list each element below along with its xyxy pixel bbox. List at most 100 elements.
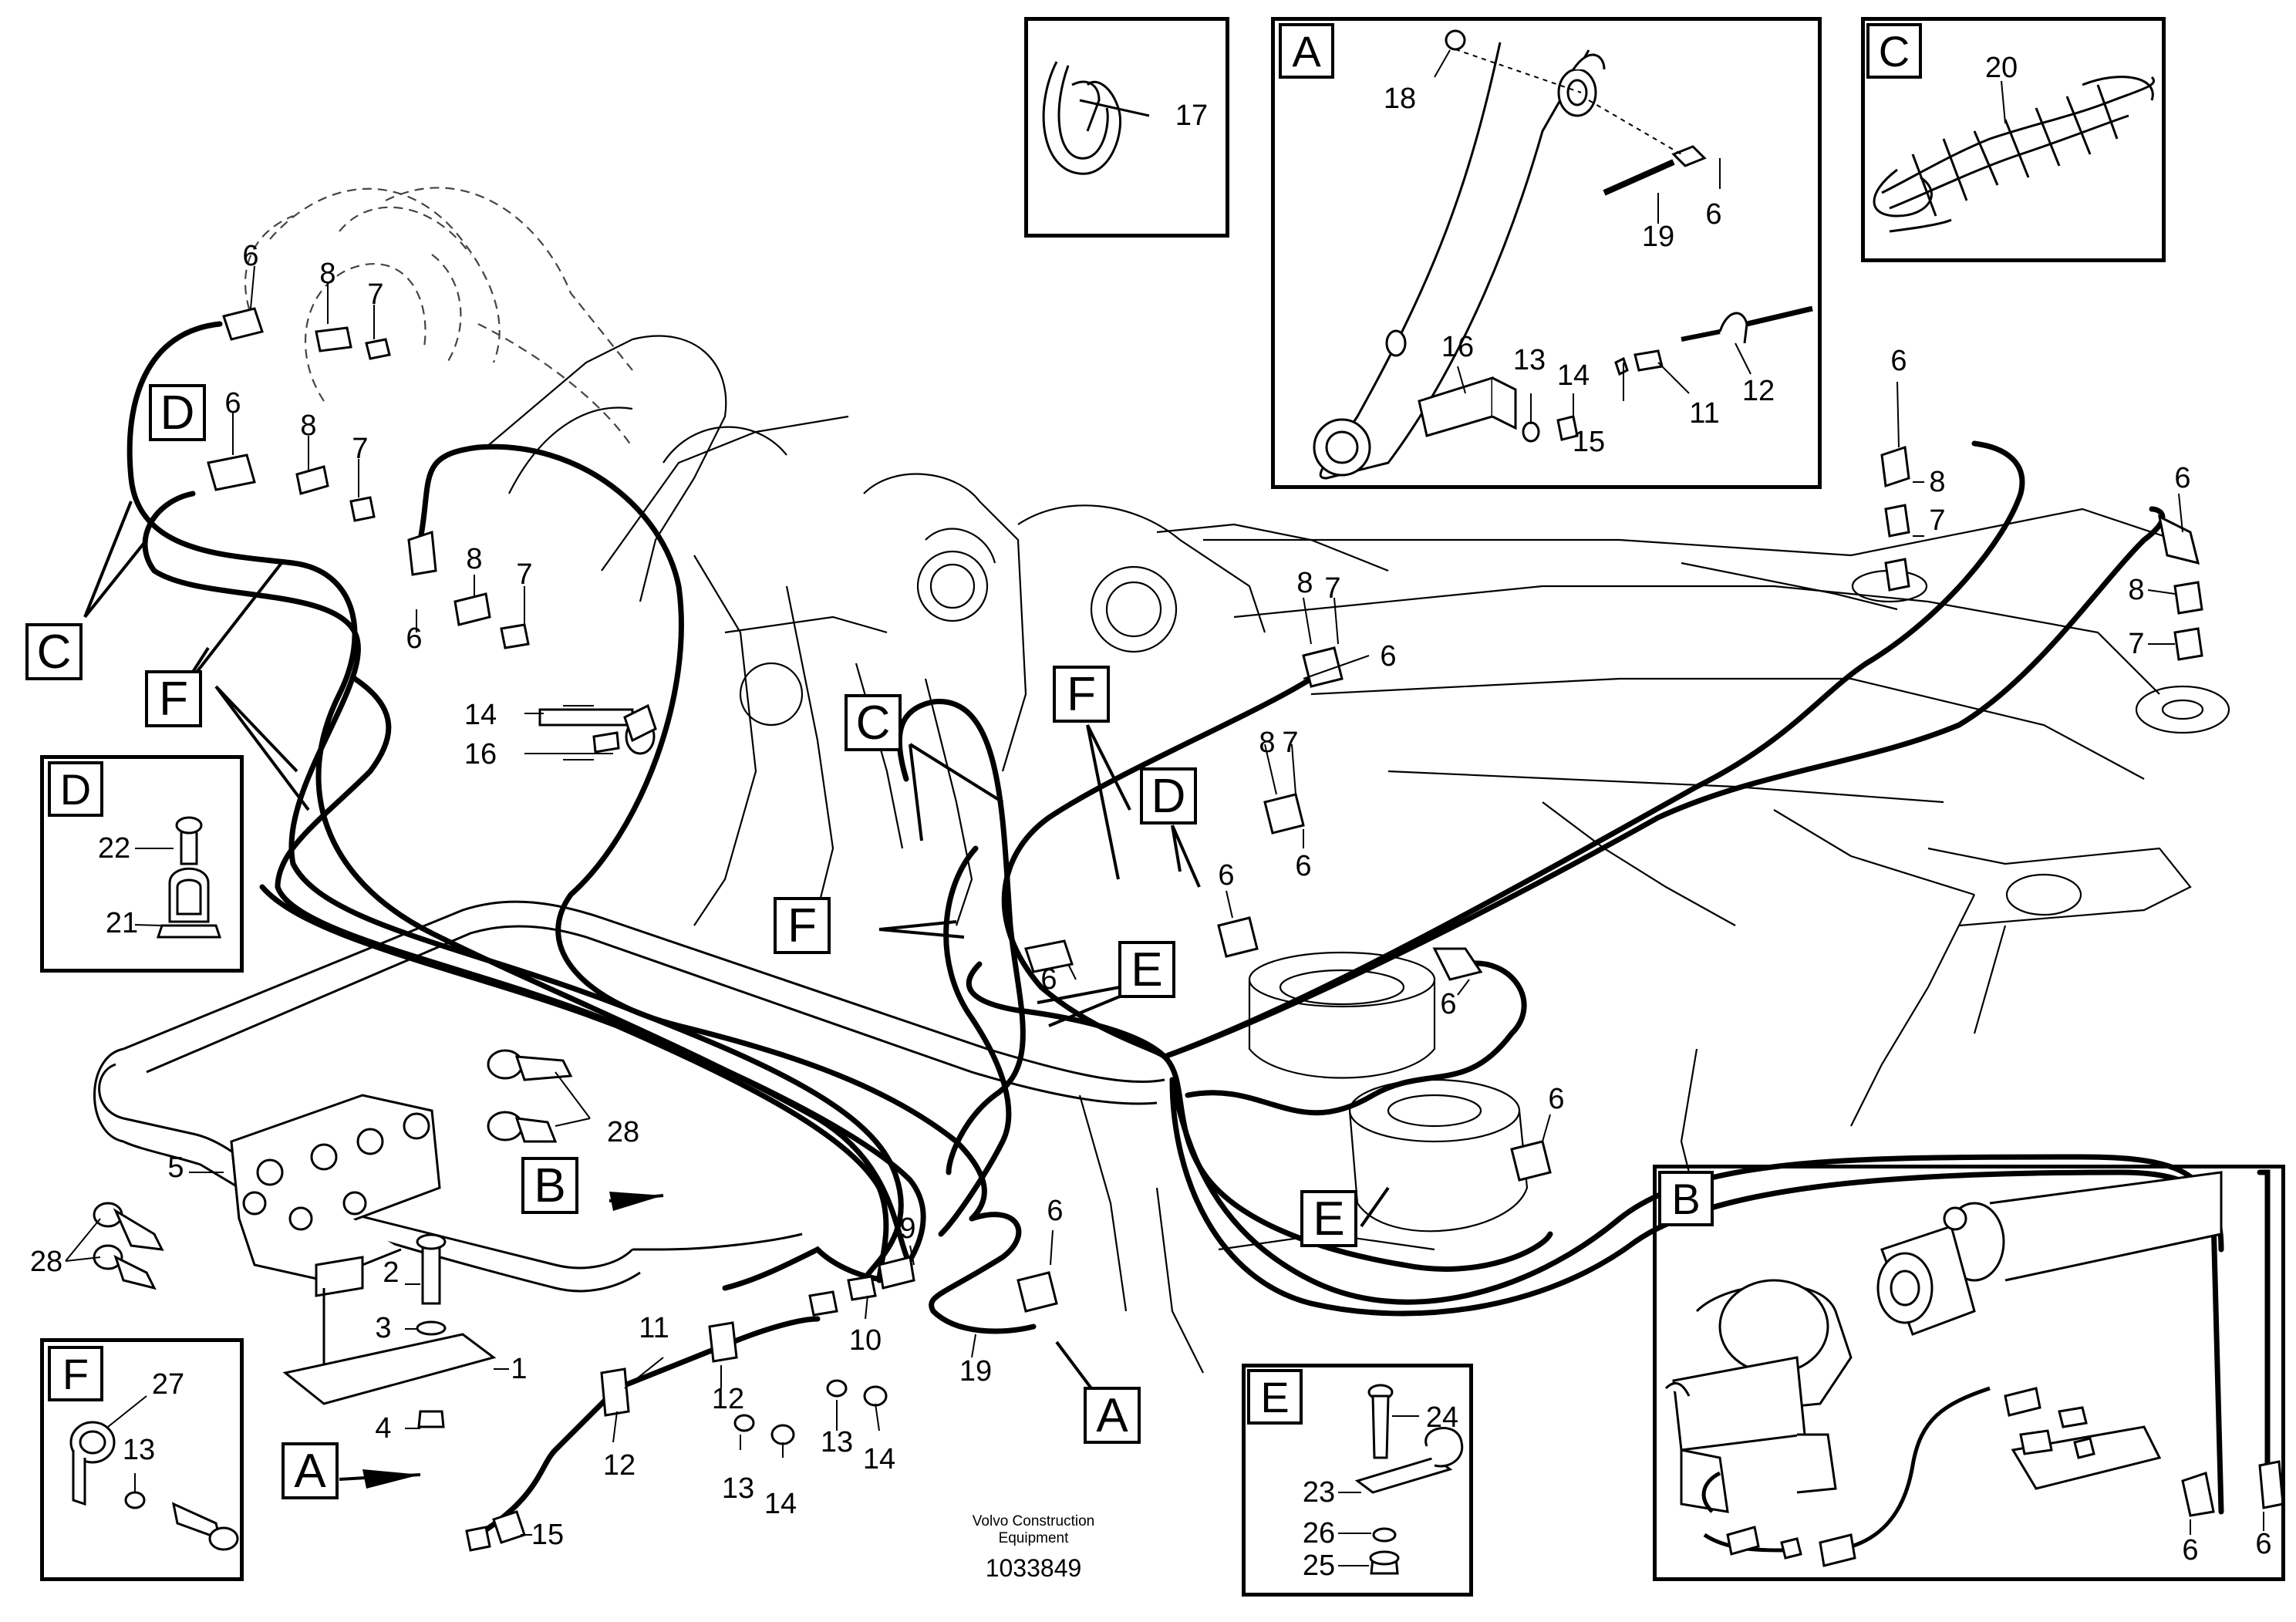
callout-8: 8 <box>1929 466 1946 498</box>
callout-16: 16 <box>464 738 497 771</box>
callout-26: 26 <box>1302 1517 1336 1549</box>
callout-6: 6 <box>1218 859 1235 892</box>
callout-6: 6 <box>1548 1083 1565 1115</box>
callout-8: 8 <box>1259 727 1276 759</box>
callout-14: 14 <box>764 1488 797 1520</box>
detail-frame-B <box>1653 1165 2285 1581</box>
section-label-B: B <box>521 1157 578 1214</box>
callout-14: 14 <box>1556 359 1590 392</box>
callout-20: 20 <box>1984 52 2018 84</box>
callout-28: 28 <box>606 1116 640 1148</box>
callout-3: 3 <box>375 1312 392 1344</box>
callout-6: 6 <box>1295 850 1312 882</box>
callout-19: 19 <box>1641 221 1675 253</box>
section-label-A-left: A <box>282 1442 339 1499</box>
callout-7: 7 <box>1324 572 1341 605</box>
callout-21: 21 <box>105 907 139 939</box>
section-label-E-lower: E <box>1300 1190 1357 1247</box>
callout-7: 7 <box>367 278 384 311</box>
callout-15: 15 <box>1572 426 1606 458</box>
section-label-F-center-upper: F <box>1053 666 1110 723</box>
callout-6: 6 <box>2255 1528 2272 1560</box>
section-label-D-upper: D <box>149 384 206 441</box>
callout-6: 6 <box>224 387 241 420</box>
hydraulic-hoses <box>126 321 2271 1538</box>
detail-B-drawing <box>1664 1171 2284 1517</box>
callout-16: 16 <box>1441 331 1475 363</box>
detail-label-D: D <box>48 761 103 817</box>
section-label-C-center: C <box>845 694 902 751</box>
callout-8: 8 <box>300 410 317 442</box>
callout-8: 8 <box>2128 574 2145 606</box>
section-label-F-center: F <box>774 897 831 954</box>
detail-label-F: F <box>48 1346 103 1401</box>
callout-24: 24 <box>1425 1401 1459 1434</box>
pointer-heads <box>362 1192 663 1489</box>
callout-23: 23 <box>1302 1476 1336 1509</box>
callout-22: 22 <box>97 832 131 865</box>
callout-6: 6 <box>1440 988 1457 1020</box>
callout-8: 8 <box>1296 567 1313 599</box>
callout-13: 13 <box>122 1434 156 1466</box>
detail-label-E: E <box>1247 1369 1303 1425</box>
callout-25: 25 <box>1302 1549 1336 1582</box>
callout-4: 4 <box>375 1412 392 1445</box>
callout-6: 6 <box>2182 1534 2199 1566</box>
section-label-D-center: D <box>1140 767 1197 824</box>
callout-6: 6 <box>1705 198 1722 231</box>
callout-6: 6 <box>1890 345 1907 377</box>
detail-B-leaders <box>2190 1512 2264 1535</box>
callout-12: 12 <box>1741 375 1775 407</box>
footer-drawing-number: 1033849 <box>985 1554 1082 1582</box>
guard-frame <box>93 900 1165 1293</box>
section-label-C-left: C <box>25 623 83 680</box>
callout-6: 6 <box>1040 963 1057 996</box>
mount-plate-parts <box>282 1233 497 1428</box>
callout-8: 8 <box>466 543 483 575</box>
section-label-E-upper: E <box>1118 941 1175 998</box>
callout-28: 28 <box>29 1246 63 1278</box>
callout-19: 19 <box>959 1355 993 1388</box>
diagram-footer: Volvo Construction Equipment 1033849 <box>973 1513 1094 1583</box>
callout-18: 18 <box>1383 83 1417 115</box>
detail-B-fittings <box>1726 1387 2095 1567</box>
callout-7: 7 <box>352 433 369 465</box>
callout-6: 6 <box>2174 462 2191 494</box>
callout-9: 9 <box>899 1212 916 1245</box>
callout-27: 27 <box>151 1368 185 1401</box>
callout-13: 13 <box>1512 344 1546 376</box>
callout-11: 11 <box>1689 397 1720 430</box>
callout-7: 7 <box>1929 504 1946 537</box>
callout-6: 6 <box>406 622 423 655</box>
callout-11: 11 <box>639 1312 669 1344</box>
callout-14: 14 <box>464 699 497 731</box>
detail-label-A: A <box>1279 23 1334 79</box>
callout-13: 13 <box>721 1472 755 1505</box>
section-label-F-left: F <box>145 670 202 727</box>
hose-fittings <box>207 307 2203 1552</box>
callout-6: 6 <box>1047 1195 1064 1227</box>
detail-label-C: C <box>1866 23 1922 79</box>
detail-frame-A <box>1271 17 1822 489</box>
leader-lines <box>65 265 2183 1536</box>
detail-label-B: B <box>1658 1171 1714 1226</box>
callout-7: 7 <box>1282 727 1299 759</box>
callout-15: 15 <box>531 1519 565 1551</box>
callout-17: 17 <box>1175 99 1209 132</box>
callout-7: 7 <box>516 558 533 591</box>
machine-frame-outline <box>244 187 2230 1374</box>
callout-12: 12 <box>602 1449 636 1482</box>
callout-1: 1 <box>511 1353 528 1385</box>
callout-8: 8 <box>319 258 336 290</box>
callout-14: 14 <box>862 1443 896 1475</box>
callout-10: 10 <box>848 1324 882 1357</box>
callout-2: 2 <box>383 1256 400 1289</box>
footer-org-line2: Equipment <box>998 1530 1069 1546</box>
footer-org-line1: Volvo Construction <box>972 1513 1095 1529</box>
callout-6: 6 <box>242 240 259 272</box>
callout-5: 5 <box>167 1152 184 1184</box>
distribution-block <box>230 1094 441 1404</box>
callout-13: 13 <box>820 1426 854 1458</box>
callout-12: 12 <box>711 1383 745 1415</box>
